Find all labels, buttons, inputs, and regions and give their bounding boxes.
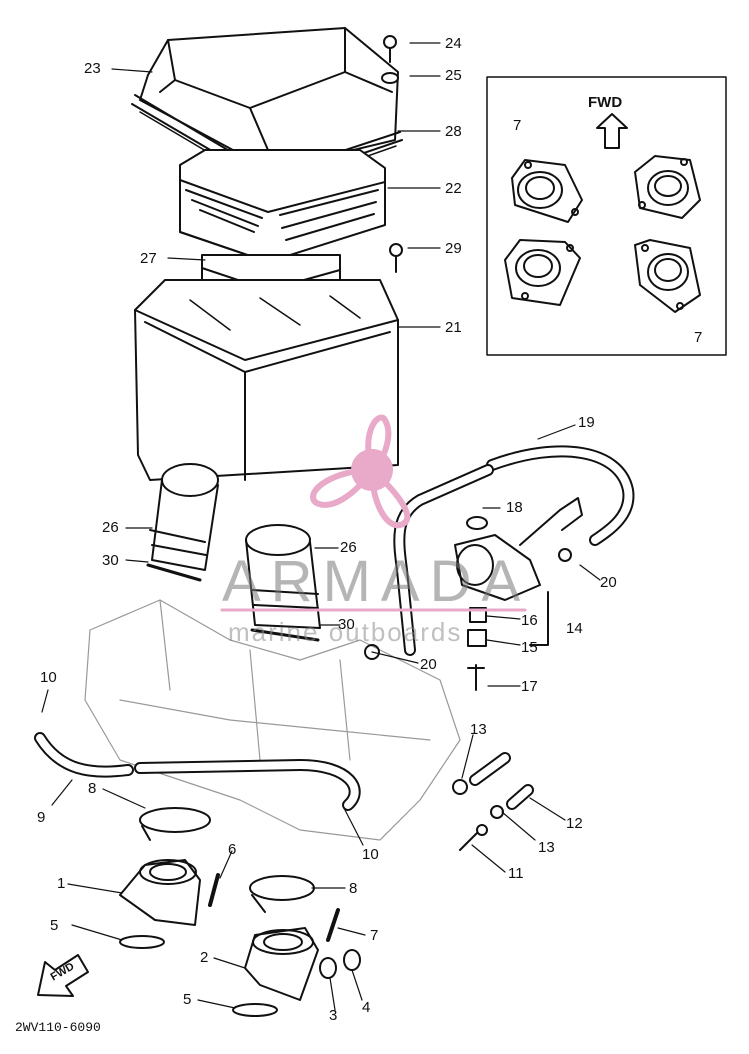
part-label-26-left: 26	[102, 519, 119, 536]
part-label-23: 23	[84, 60, 101, 77]
carb-joint-1	[119, 859, 201, 926]
screw-24	[383, 35, 397, 63]
part-label-13-lower: 13	[538, 839, 555, 856]
clip-20-lower	[364, 644, 380, 660]
part-label-10-left: 10	[40, 669, 57, 686]
watermark-subtitle: marine outboards	[228, 617, 463, 647]
part-label-19: 19	[578, 414, 595, 431]
part-label-16: 16	[521, 612, 538, 629]
inset-joint-4	[634, 239, 701, 313]
part-label-3: 3	[329, 1007, 338, 1024]
part-label-4: 4	[362, 999, 371, 1016]
part-label-2: 2	[200, 949, 209, 966]
clamp-8-upper	[139, 807, 211, 841]
fwd-arrow-icon	[37, 954, 89, 997]
part-label-8-lower: 8	[349, 880, 358, 897]
hose-9	[34, 732, 361, 811]
part-label-21: 21	[445, 319, 462, 336]
part-label-24: 24	[445, 35, 462, 52]
part-label-30-left: 30	[102, 552, 119, 569]
part-label-11: 11	[508, 865, 524, 882]
part-label-26-right: 26	[340, 539, 357, 556]
part-label-18: 18	[506, 499, 523, 516]
screw-7	[326, 908, 340, 942]
part-label-14: 14	[566, 620, 583, 637]
gasket-5-lower	[232, 1003, 278, 1017]
part-label-5-upper: 5	[50, 917, 59, 934]
screw-6	[208, 873, 220, 907]
part-label-25: 25	[445, 67, 462, 84]
part-label-7: 7	[370, 927, 379, 944]
part-label-9: 9	[37, 809, 46, 826]
inset-joint-2	[634, 155, 701, 219]
screw-29	[389, 243, 403, 273]
part-label-1: 1	[57, 875, 66, 892]
inset-part-label-7-top: 7	[513, 117, 522, 134]
hose-19	[393, 445, 635, 656]
valve-assembly	[454, 497, 583, 691]
inset-part-label-7-bottom: 7	[694, 329, 703, 346]
propeller-logo-icon	[310, 414, 411, 529]
part-label-17: 17	[521, 678, 538, 695]
inset-joint-3	[504, 239, 581, 306]
part-label-6: 6	[228, 841, 237, 858]
part-label-30-right: 30	[338, 616, 355, 633]
clamp-8-lower	[249, 875, 315, 913]
part-label-5-lower: 5	[183, 991, 192, 1008]
diagram-code: 2WV110-6090	[15, 1020, 101, 1035]
part-label-13-upper: 13	[470, 721, 487, 738]
gasket-5-upper	[119, 935, 165, 949]
part-label-22: 22	[445, 180, 462, 197]
inset-joint-1	[511, 159, 583, 223]
cap-3	[319, 957, 337, 979]
washer-25	[381, 72, 399, 84]
part-label-28: 28	[445, 123, 462, 140]
inset-fwd-label: FWD	[588, 94, 623, 111]
leader-lines	[41, 42, 601, 1011]
part-label-27: 27	[140, 250, 157, 267]
air-funnel-left	[146, 463, 219, 582]
clip-20-upper	[558, 548, 572, 562]
part-label-8-upper: 8	[88, 780, 97, 797]
carb-joint-2	[244, 927, 319, 1001]
part-label-29: 29	[445, 240, 462, 257]
hose-13	[452, 752, 511, 795]
cap-4	[343, 949, 361, 971]
hose-12	[490, 784, 534, 819]
air-cleaner-case	[134, 279, 399, 481]
part-label-10-lower: 10	[362, 846, 379, 863]
part-label-20-upper: 20	[600, 574, 617, 591]
watermark-brand: ARMADA	[222, 549, 531, 614]
air-filter-element	[179, 149, 386, 263]
part-label-12: 12	[566, 815, 583, 832]
inset-box	[486, 76, 727, 356]
part-label-20-lower: 20	[420, 656, 437, 673]
part-label-15: 15	[521, 639, 538, 656]
air-funnel-right	[245, 524, 321, 642]
fitting-11	[459, 824, 488, 851]
